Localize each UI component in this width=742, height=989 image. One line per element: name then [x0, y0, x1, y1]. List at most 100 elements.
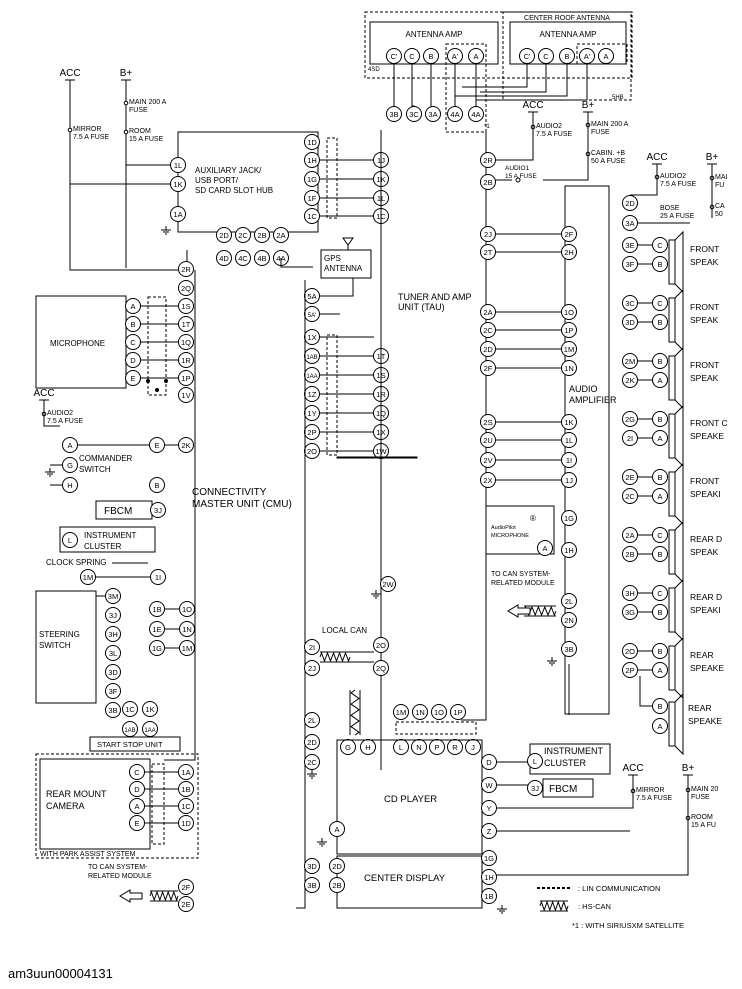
- pin-label: 3D: [307, 862, 317, 871]
- pin-label: 2B: [625, 550, 634, 559]
- wire: [630, 164, 658, 196]
- cmu-label: CONNECTIVITY: [192, 487, 267, 498]
- connector-pin: [519, 48, 535, 64]
- pin-label: 1A: [173, 210, 182, 219]
- fuse-label: AUDIO2: [660, 173, 686, 180]
- pin-label: 1V: [181, 391, 190, 400]
- legend-sirius-label: *1 : WITH SIRIUSXM SATELLITE: [572, 921, 684, 930]
- pin-label: 2R: [181, 265, 191, 274]
- fuse-label: CABIN. +B: [591, 150, 625, 157]
- pin-label: 2D: [219, 231, 229, 240]
- connector-pin: [304, 877, 320, 893]
- pin-label: 2Q: [376, 664, 386, 673]
- power-source-label: ACC: [622, 763, 643, 774]
- speaker-symbol: [668, 692, 684, 756]
- power-source-label: B+: [706, 152, 719, 163]
- pin-label: 2A: [625, 531, 634, 540]
- pin-label: A: [130, 302, 135, 311]
- park-assist-label: WITH PARK ASSIST SYSTEM: [40, 851, 136, 858]
- pin-label: 2X: [483, 476, 492, 485]
- cd-lin-frame: [395, 721, 477, 735]
- fuse-label: 7.5 A FUSE: [660, 181, 697, 188]
- speaker-symbol: [668, 578, 684, 642]
- pin-label: L: [533, 757, 537, 766]
- pin-label: 2S: [483, 418, 492, 427]
- speaker-label: FRONT: [690, 476, 719, 486]
- connector-pin: [178, 437, 194, 453]
- speaker-label: FRONT: [690, 244, 719, 254]
- connector-pin: [447, 48, 463, 64]
- audio-amp-label: AMPLIFIER: [569, 395, 617, 405]
- pin-label: 2E: [625, 473, 634, 482]
- fuse-label: MAI: [715, 174, 728, 181]
- fuse-label: FU: [715, 182, 724, 189]
- cd-player-label: CD PLAYER: [384, 794, 437, 805]
- to-can-system-label-left: TO CAN SYSTEM-: [88, 864, 148, 871]
- pin-label: B: [657, 608, 662, 617]
- pin-label: 1I: [155, 573, 161, 582]
- pin-label: 2U: [483, 436, 493, 445]
- connector-pin: [652, 237, 668, 253]
- star-note-mark: *1: [484, 124, 490, 130]
- connector-pin: [178, 815, 194, 831]
- connector-pin: [423, 48, 439, 64]
- pin-label: 2I: [309, 643, 315, 652]
- pin-label: A: [542, 544, 547, 553]
- connector-pin: [150, 502, 166, 518]
- connector-pin: [304, 134, 320, 150]
- pin-label: 1E: [152, 625, 161, 634]
- connector-pin: [480, 152, 496, 168]
- connector-pin: [652, 546, 668, 562]
- connector-pin: [561, 641, 577, 657]
- pin-label: G: [67, 461, 73, 470]
- instrument-cluster-label-2: CLUSTER: [544, 758, 587, 768]
- audio1-fuse-label: 15 A FUSE: [505, 173, 537, 180]
- pin-label: 5A': [308, 313, 316, 319]
- pin-label: 1D: [181, 819, 191, 828]
- instrument-cluster-label: INSTRUMENT: [84, 531, 137, 540]
- twisted-pair-symbol: [539, 900, 569, 912]
- tau-label: UNIT (TAU): [398, 302, 445, 312]
- cd-player-box: [336, 739, 483, 855]
- speaker-label: FRONT: [690, 302, 719, 312]
- pin-label: 4B: [257, 254, 266, 263]
- connector-pin: [480, 174, 496, 190]
- power-source-label: ACC: [33, 388, 54, 399]
- pin-label: 2B: [332, 881, 341, 890]
- pin-label: R: [452, 743, 458, 752]
- connector-pin: [178, 798, 194, 814]
- pin-label: 1X: [307, 333, 316, 342]
- pin-label: C': [524, 52, 531, 61]
- connector-pin: [170, 157, 186, 173]
- center-roof-antenna-label: CENTER ROOF ANTENNA: [524, 15, 610, 22]
- power-source-label: B+: [120, 68, 133, 79]
- connector-pin: [254, 227, 270, 243]
- pin-label: 2K: [625, 376, 634, 385]
- speaker-label: SPEAKI: [690, 489, 721, 499]
- pin-label: 1G: [564, 514, 574, 523]
- pin-label: 2I: [627, 434, 633, 443]
- instrument-cluster-label: CLUSTER: [84, 542, 122, 551]
- pin-label: 1O: [434, 708, 444, 717]
- pin-label: B: [657, 260, 662, 269]
- pin-label: 1AB: [306, 355, 317, 361]
- fuse-label: MAIN 200 A: [129, 99, 167, 106]
- pin-label: 3J: [154, 506, 162, 515]
- connector-pin: [304, 190, 320, 206]
- connector-pin: [304, 734, 320, 750]
- gps-antenna-symbol: [342, 237, 354, 246]
- pin-label: 1P: [453, 708, 462, 717]
- pin-label: 1H: [484, 873, 494, 882]
- connector-pin: [105, 702, 121, 718]
- connector-pin: [386, 106, 402, 122]
- pin-label: E: [154, 441, 159, 450]
- inner-frame: [576, 43, 628, 65]
- pin-label: 1AA: [144, 728, 155, 734]
- connector-pin: [105, 683, 121, 699]
- wire: [462, 64, 528, 88]
- pin-label: 2J: [308, 664, 316, 673]
- antenna-amp-label: ANTENNA AMP: [406, 30, 463, 39]
- tau-lin-frame: [326, 334, 338, 456]
- pin-label: 2N: [564, 616, 574, 625]
- steering-switch-label: SWITCH: [39, 641, 71, 650]
